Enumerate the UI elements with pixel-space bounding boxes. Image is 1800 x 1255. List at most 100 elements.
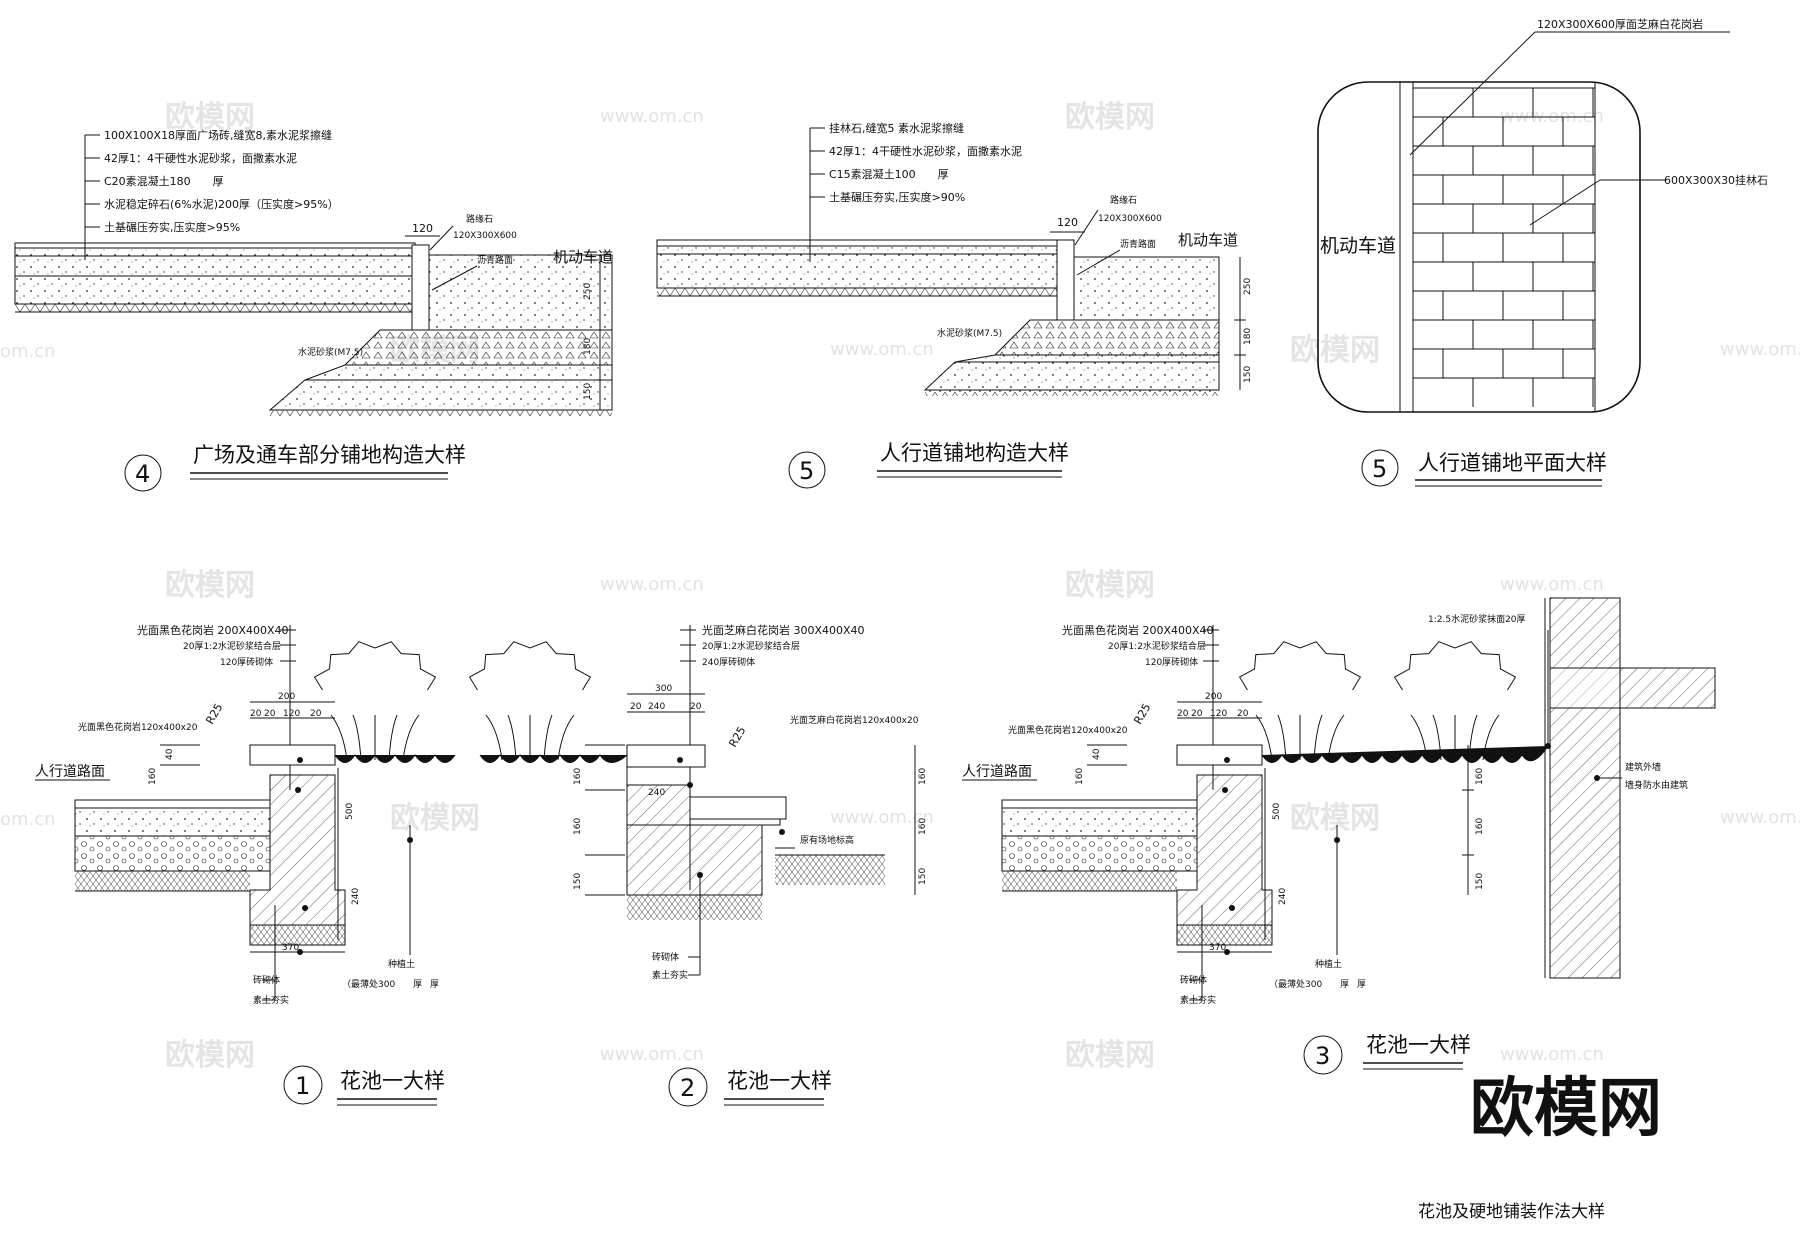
watermark: www.om.cn	[600, 1044, 704, 1065]
detail-5-plan: 机动车道 120X300X600厚面芝麻白花岗岩 600X300X30挂林石 5…	[1317, 17, 1768, 487]
dim-text: 240	[1278, 888, 1288, 905]
radius-label: R25	[203, 701, 225, 726]
ground-note: 原有场地标高	[800, 834, 854, 846]
dim-text: 240	[351, 888, 361, 905]
layer-note: 挂林石,缝宽5 素水泥浆擦缝	[829, 121, 964, 135]
dim-text: 120	[283, 709, 300, 719]
dim-text: 370	[1209, 943, 1226, 953]
curb-size: 120X300X600	[1098, 214, 1162, 224]
dim-text: 300	[655, 684, 672, 694]
edge-note: 光面黑色花岗岩120x400x20	[1008, 724, 1128, 736]
watermark: om.cn	[0, 341, 56, 362]
watermark: www.om.cn	[1500, 1044, 1604, 1065]
brand-logo: 欧模网	[1470, 1072, 1662, 1146]
watermark: www.om.cn	[830, 339, 934, 360]
detail-number-circle	[1361, 449, 1399, 487]
curb-note: 120X300X600厚面芝麻白花岗岩	[1537, 17, 1703, 31]
dim-text: 250	[1243, 278, 1253, 295]
layer-note: 20厚1:2水泥砂浆结合层	[702, 640, 800, 652]
detail-5-section: 挂林石,缝宽5 素水泥浆擦缝 42厚1：4干硬性水泥砂浆，面撒素水泥 C15素混…	[656, 121, 1253, 489]
paver-grid	[1412, 82, 1596, 412]
detail-title: 花池一大样	[1366, 1033, 1471, 1057]
detail-number-circle	[788, 451, 826, 489]
dim-text: 120	[412, 222, 433, 235]
layer-note: 土基碾压夯实,压实度>90%	[829, 190, 965, 204]
road-label: 机动车道	[1178, 231, 1238, 249]
watermark: 欧模网	[1290, 333, 1380, 368]
radius-label: R25	[1131, 701, 1153, 726]
dim-text: 160	[1475, 768, 1485, 785]
detail-3: 光面黑色花岗岩 200X400X40 20厚1:2水泥砂浆结合层 120厚砖砌体…	[962, 597, 1716, 1075]
detail-4: 100X100X18厚面广场砖,缝宽8,素水泥浆擦缝 42厚1：4干硬性水泥砂浆…	[14, 128, 613, 492]
detail-number-circle	[668, 1067, 708, 1107]
watermark: 欧模网	[165, 1038, 255, 1073]
mortar-label: 水泥砂浆(M7.5)	[937, 327, 1002, 339]
dim-text: 500	[1272, 803, 1282, 820]
detail-number: 4	[135, 460, 150, 488]
asphalt-label: 沥青路面	[1120, 238, 1156, 250]
detail-2: 光面芝麻白花岗岩 300X400X40 20厚1:2水泥砂浆结合层 240厚砖砌…	[479, 623, 928, 1107]
watermark: 欧模网	[1065, 1038, 1155, 1073]
detail-number: 5	[799, 457, 814, 485]
road-label: 机动车道	[553, 248, 613, 266]
layer-note: 光面芝麻白花岗岩 300X400X40	[702, 623, 865, 637]
layer-note: 100X100X18厚面广场砖,缝宽8,素水泥浆擦缝	[104, 128, 332, 142]
dim-text: 240	[648, 702, 665, 712]
soil-note: 种植土	[388, 958, 415, 970]
dim-text: 120	[1057, 216, 1078, 229]
layer-note: 240厚砖砌体	[702, 656, 755, 668]
watermark: om.cn	[0, 809, 56, 830]
svg-text:厚: 厚	[1357, 979, 1366, 990]
layer-note: 120厚砖砌体	[220, 656, 273, 668]
layer-note: 光面黑色花岗岩 200X400X40	[1062, 623, 1214, 637]
curb-label: 路缘石	[1110, 194, 1137, 206]
shrub-icon	[1238, 641, 1362, 761]
road-label: 机动车道	[1320, 235, 1396, 257]
detail-title: 广场及通车部分铺地构造大样	[193, 443, 466, 467]
dim-text: 160	[1475, 818, 1485, 835]
detail-number: 3	[1315, 1042, 1330, 1070]
detail-title: 花池一大样	[340, 1069, 445, 1093]
detail-number-circle	[124, 454, 162, 492]
asphalt-label: 沥青路面	[477, 254, 513, 266]
edge-note: 光面芝麻白花岗岩120x400x20	[790, 714, 919, 726]
watermark: 欧模网	[1065, 100, 1155, 135]
bottom-note: 素土夯实	[652, 969, 688, 981]
soil-depth: （最薄处300 厚	[1269, 978, 1349, 990]
layer-note: 光面黑色花岗岩 200X400X40	[137, 623, 289, 637]
wall-label: 建筑外墙	[1625, 761, 1661, 773]
watermark: www.om.cn	[1720, 339, 1800, 360]
layer-note: 42厚1：4干硬性水泥砂浆，面撒素水泥	[829, 144, 1022, 158]
dim-text: 200	[1205, 692, 1222, 702]
soil-depth: （最薄处300 厚	[342, 978, 422, 990]
watermark: 欧模网	[1290, 801, 1380, 836]
detail-title: 花池一大样	[727, 1069, 832, 1093]
wall-label: 墙身防水由建筑	[1625, 779, 1688, 791]
sidewalk-label: 人行道路面	[35, 764, 105, 780]
shrub-icon	[1393, 641, 1517, 761]
dim-text: 240	[648, 788, 665, 798]
bottom-note: 砖砌体	[1180, 974, 1207, 986]
dim-text: 20	[310, 709, 322, 719]
watermark: www.om.cn	[830, 807, 934, 828]
dim-text: 20	[250, 709, 262, 719]
bottom-note: 素土夯实	[253, 994, 289, 1006]
dim-text: 20	[630, 702, 642, 712]
watermark: www.om.cn	[1500, 574, 1604, 595]
layer-note: 水泥稳定碎石(6%水泥)200厚（压实度>95%）	[104, 197, 339, 211]
radius-label: R25	[726, 724, 748, 749]
watermark: www.om.cn	[1720, 807, 1800, 828]
dim-text: 160	[573, 818, 583, 835]
dim-text: 20	[690, 702, 702, 712]
dim-text: 150	[918, 868, 928, 885]
mortar-label: 水泥砂浆(M7.5)	[298, 346, 363, 358]
layer-note: 20厚1:2水泥砂浆结合层	[1108, 640, 1206, 652]
dim-text: 370	[282, 943, 299, 953]
dim-text: 150	[583, 383, 593, 400]
bottom-note: 素土夯实	[1180, 994, 1216, 1006]
dim-text: 180	[1243, 328, 1253, 345]
detail-number: 5	[1372, 455, 1387, 483]
dim-text: 40	[1092, 748, 1102, 760]
dim-text: 250	[583, 283, 593, 300]
